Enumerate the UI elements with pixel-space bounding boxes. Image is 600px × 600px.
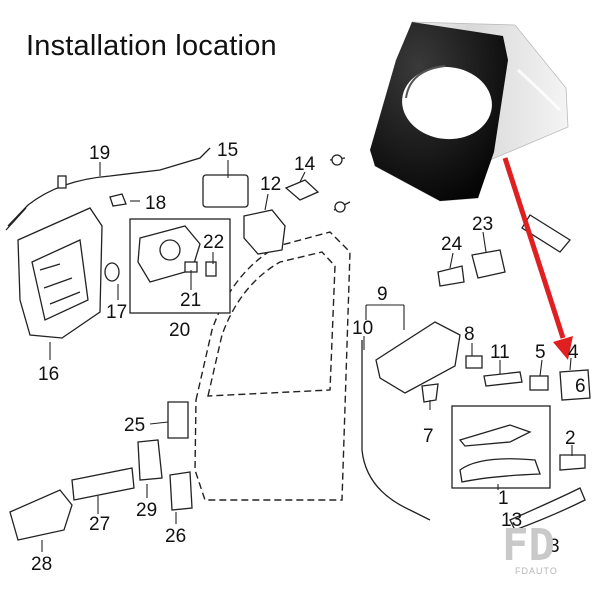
callout-14: 14: [294, 154, 316, 175]
callout-2: 2: [565, 428, 576, 449]
callout-15: 15: [217, 140, 238, 161]
parts-9-10: [361, 321, 461, 521]
callout-22: 22: [203, 232, 224, 253]
callout-1: 1: [498, 488, 509, 509]
callout-28: 28: [31, 554, 52, 575]
callout-26: 26: [165, 526, 186, 547]
door-outline: [194, 231, 351, 501]
part-16-carrier: [17, 207, 103, 339]
callout-18: 18: [145, 193, 166, 214]
callout-11: 11: [490, 342, 510, 363]
leader-lines: [41, 160, 573, 552]
callout-20: 20: [169, 320, 190, 341]
callout-13: 13: [501, 510, 522, 531]
callout-4: 4: [568, 342, 579, 363]
location-arrow: [502, 157, 573, 360]
watermark-logo: FD: [502, 520, 555, 571]
cable-19: [5, 147, 211, 231]
callout-5: 5: [535, 342, 546, 363]
callout-27: 27: [89, 514, 110, 535]
callout-7: 7: [423, 426, 434, 447]
callout-17: 17: [106, 302, 127, 323]
callout-23: 23: [472, 214, 493, 235]
bottom-left-parts: [9, 401, 193, 541]
callout-25: 25: [124, 415, 145, 436]
callout-8: 8: [464, 324, 475, 345]
callout-12: 12: [260, 174, 281, 195]
cap-product-photo: [370, 21, 569, 202]
callout-3: 3: [549, 536, 560, 557]
part-20-box: [129, 218, 231, 314]
small-parts-top: [104, 154, 351, 282]
watermark-brand: FDAUTO: [515, 566, 558, 576]
fdauto-watermark: FD FDAUTO: [502, 520, 558, 576]
diagram-title: Installation location: [26, 30, 277, 62]
callout-6: 6: [575, 376, 586, 397]
callout-19: 19: [89, 143, 110, 164]
callout-numbers: 1 2 3 4 5 6 7 8 9 10 11 12 13 14 15 16 1…: [31, 140, 586, 575]
handle-parts: [421, 355, 591, 531]
callout-29: 29: [136, 500, 157, 521]
parts-23-24: [437, 214, 571, 287]
callout-21: 21: [180, 290, 201, 311]
callout-9: 9: [377, 284, 388, 305]
callout-10: 10: [352, 318, 373, 339]
callout-16: 16: [38, 364, 59, 385]
callout-24: 24: [441, 234, 463, 255]
